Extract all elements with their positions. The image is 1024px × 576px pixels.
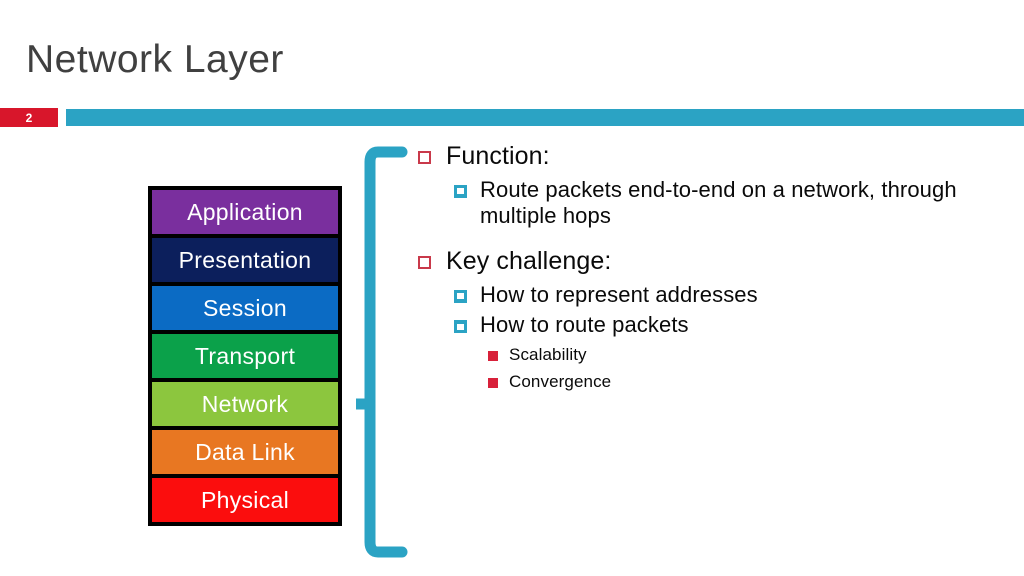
bullet-marker-icon — [454, 289, 467, 303]
bullet-text: Convergence — [509, 371, 612, 391]
osi-layer-label: Transport — [194, 342, 296, 369]
bullet-text: Key challenge: — [446, 247, 612, 276]
bullet-text: Route packets end-to-end on a network, t… — [480, 176, 957, 229]
osi-layer-label: Network — [201, 390, 289, 417]
teal-brace-icon — [336, 146, 416, 558]
osi-layer-label: Data Link — [195, 438, 295, 465]
osi-layer-label: Presentation — [178, 246, 312, 273]
bullet-marker-icon — [418, 151, 431, 164]
osi-layer-label: Physical — [200, 486, 290, 513]
bullet-text: How to represent addresses — [480, 281, 758, 307]
bullet-list: Function: Route packets end-to-end on a n… — [418, 142, 998, 392]
osi-layer-presentation: Presentation — [152, 238, 338, 282]
header-accent-bar — [66, 109, 1024, 126]
osi-layer-physical: Physical — [152, 478, 338, 522]
osi-layer-label: Application — [187, 198, 303, 225]
bullet-marker-icon — [488, 377, 498, 388]
bullet-item-level-3: Convergence — [488, 372, 998, 392]
bullet-item-level-1: Function: — [418, 142, 998, 172]
brace-svg — [336, 146, 408, 558]
header-rule: 2 — [0, 108, 1024, 127]
osi-layer-network: Network — [152, 382, 338, 426]
bullet-item-level-3: Scalability — [488, 345, 998, 365]
bullet-marker-icon — [488, 351, 498, 362]
page-title: Network Layer — [26, 38, 284, 81]
bullet-marker-icon — [418, 256, 431, 270]
bullet-item-level-2: How to represent addresses — [454, 282, 998, 309]
osi-layer-application: Application — [152, 190, 338, 234]
osi-layer-data-link: Data Link — [152, 430, 338, 474]
bullet-item-level-1: Key challenge: — [418, 247, 998, 277]
bullet-item-level-2: Route packets end-to-end on a network, t… — [454, 177, 998, 231]
osi-layer-label: Session — [203, 294, 287, 321]
bullet-marker-icon — [454, 184, 467, 198]
bullet-text: Scalability — [509, 345, 587, 365]
osi-layer-transport: Transport — [152, 334, 338, 378]
bullet-text: Function: — [446, 142, 550, 170]
slide-number-badge: 2 — [0, 108, 58, 127]
bullet-text: How to route packets — [480, 312, 689, 338]
bullet-marker-icon — [454, 320, 467, 334]
osi-layer-session: Session — [152, 286, 338, 330]
bullet-item-level-2: How to route packets — [454, 312, 998, 339]
